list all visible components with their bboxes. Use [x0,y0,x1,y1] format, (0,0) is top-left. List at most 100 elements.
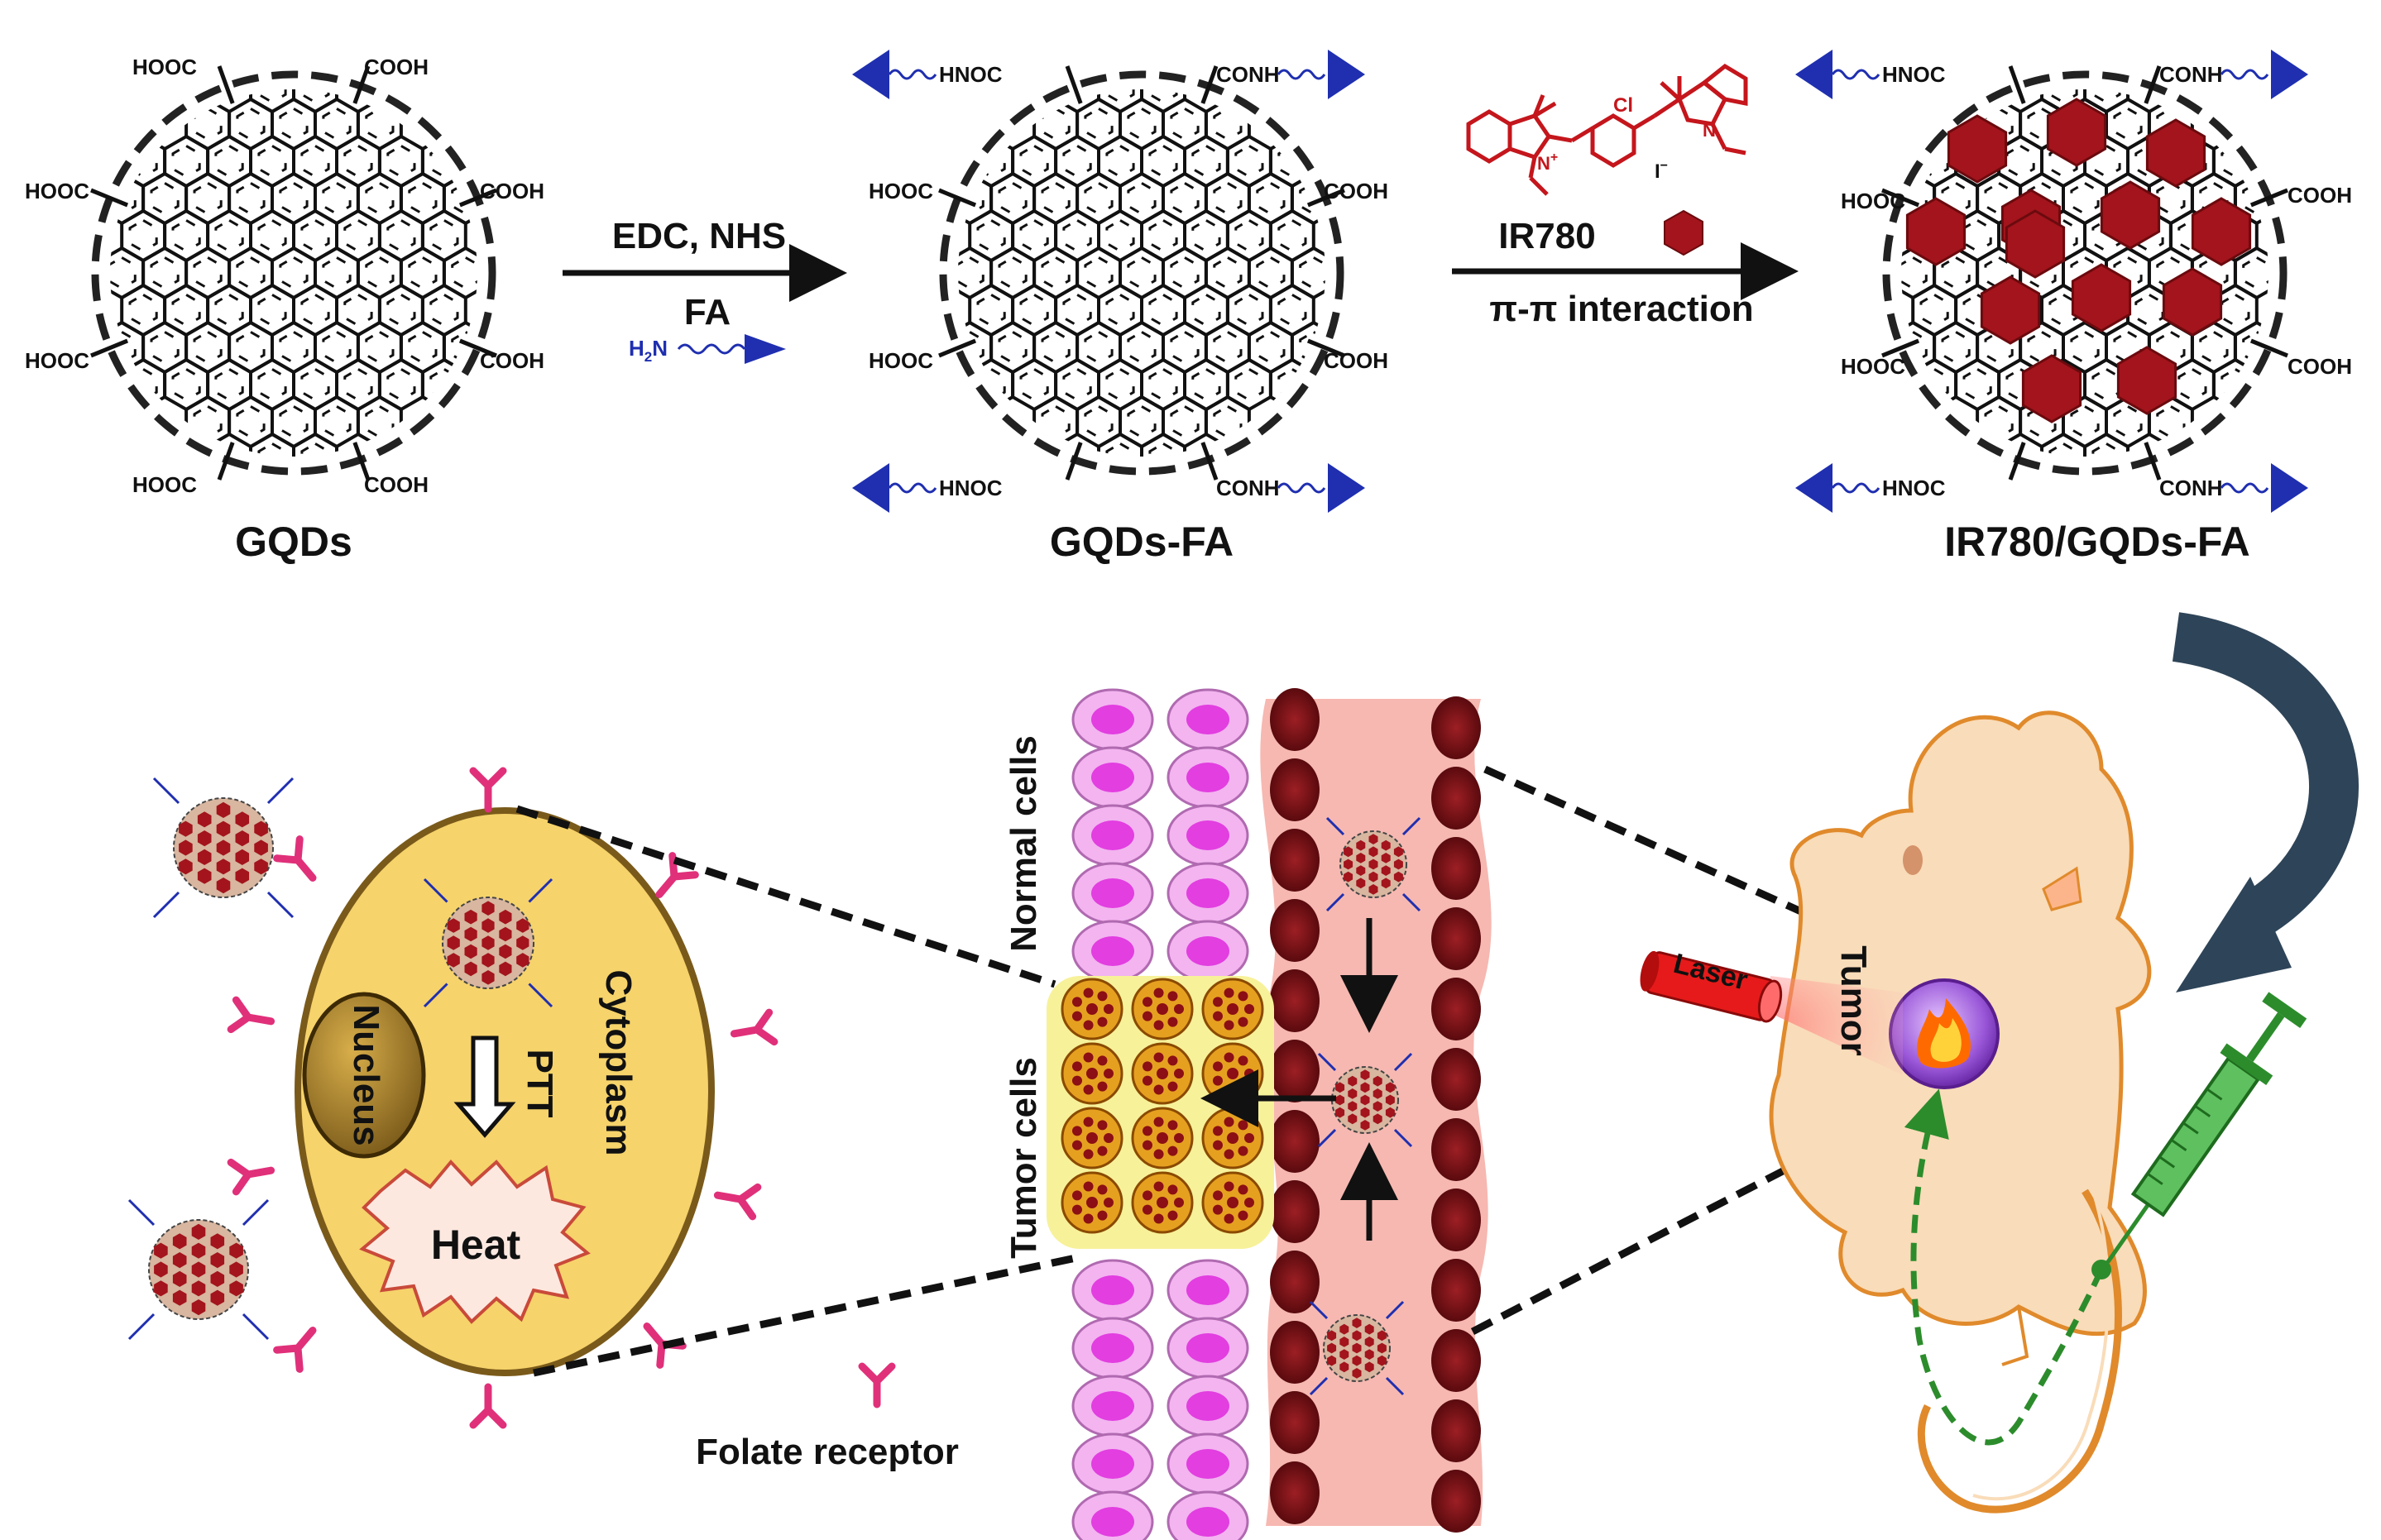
graphene-double-bond [1148,218,1178,253]
red-blood-cell [1431,1188,1481,1251]
fa-ligand-icon [1795,463,1832,513]
graphene-double-bond [2134,293,2164,328]
graphene-double-bond [1191,144,1221,179]
graphene-double-bond [1213,181,1243,216]
fa-ligand-icon [2271,50,2308,99]
graphene-double-bond [1019,293,1049,328]
graphene-double-bond [429,144,459,179]
red-blood-cell [1270,969,1320,1032]
graphene-double-bond [128,293,158,328]
graphene-double-bond [365,256,395,290]
folate-receptor-icon [858,1362,896,1408]
group-label: HOOC [1841,354,1905,379]
normal-cell [1071,1375,1154,1437]
graphene-double-bond [451,330,477,365]
graphene-double-bond [171,218,201,253]
graphene-double-bond [408,181,438,216]
legend-folate-receptor: Folate receptor [696,1362,959,1472]
graphene-double-bond [128,218,158,253]
normal-cell [1071,688,1154,751]
folate-receptor-icon [273,835,317,882]
graphene-double-bond [451,181,477,216]
tumor-cell [1131,978,1194,1040]
red-blood-cell [1431,1048,1481,1111]
graphene-double-bond [2027,404,2057,439]
graphene-double-bond [2027,330,2057,365]
normal-cell [1167,920,1249,983]
graphene-double-bond [1148,442,1178,457]
graphene-double-bond [1019,144,1049,179]
graphene-double-bond [1170,256,1200,290]
red-blood-cell [1270,758,1320,821]
graphene-double-bond [1062,144,1092,179]
tumor-cell [1061,978,1123,1040]
graphene-double-bond [300,367,330,402]
graphene-double-bond [1984,404,2014,439]
graphene-double-bond [365,404,395,439]
ir780-gqds-fa-label: IR780/GQDs-FA [1944,519,2250,565]
graphene-double-bond [1256,181,1286,216]
graphene-double-bond [1148,293,1178,328]
folate-receptor-icon [227,996,275,1034]
graphene-double-bond [1277,218,1307,253]
folate-receptor-icon [730,1008,778,1046]
red-blood-cell [1270,1110,1320,1173]
graphene-double-bond [214,144,244,179]
graphene-double-bond [998,181,1028,216]
graphene-double-bond [1941,181,1971,216]
graphene-double-bond [279,330,309,365]
graphene-double-bond [2070,256,2100,290]
graphene-double-bond [365,330,395,365]
graphene-ring [2083,432,2129,457]
graphene-double-bond [193,107,223,141]
graphene-double-bond [2221,367,2250,402]
graphene-double-bond [1919,144,1949,179]
ir780-hexagon-icon [2005,209,2066,279]
group-label: COOH [480,348,544,373]
folate-receptor-label: Folate receptor [696,1432,959,1472]
graphene-double-bond [257,218,287,253]
ir780-gqds-fa-labels: HOOC COOH HOOC COOH [1841,183,2352,379]
amide-label: CONH [2159,62,2223,87]
normal-cells-label: Normal cells [1004,735,1044,952]
group-label: COOH [1324,179,1388,203]
graphene-double-bond [386,293,416,328]
graphene-double-bond [343,144,373,179]
graphene-double-bond [1084,256,1114,290]
normal-cell [1071,804,1154,867]
normal-cell [1167,1375,1249,1437]
graphene-double-bond [1919,293,1949,328]
folate-receptor-icon [655,852,699,898]
fa-ligand-icon [1328,50,1365,99]
graphene-double-bond [171,144,201,179]
graphene-double-bond [998,330,1028,365]
folate-receptor-icon [469,1383,507,1429]
graphene-ring [184,395,232,449]
graphene-double-bond [236,181,266,216]
graphene-double-bond [2070,181,2100,216]
gqds-structure [90,65,497,481]
graphene-double-bond [2199,181,2229,216]
syringe-icon [2103,992,2307,1267]
mouse-leg [2001,1306,2029,1366]
group-label: HOOC [132,472,197,497]
red-blood-cell [1431,1118,1481,1181]
nanoparticle [1325,816,1421,912]
graphene-double-bond [1299,181,1325,216]
ir780-amide-bl: HNOC [1795,463,1946,513]
cell-diagram: Nucleus Cytoplasm PTT Heat [295,807,715,1376]
graphene-ring [1204,395,1251,449]
red-blood-cell [1270,1180,1320,1243]
graphene-double-bond [2091,442,2121,457]
graphene-ring [2040,432,2086,457]
normal-cell [1071,746,1154,809]
folate-receptor-icon [273,1327,317,1373]
amide-label: CONH [1216,62,1280,87]
ir780-loading [1905,98,2252,423]
heat-burst [359,1159,591,1324]
graphene-double-bond [2048,293,2078,328]
vessel-nanoparticles [1309,816,1421,1396]
nanoparticle [1309,1300,1405,1396]
group-label: HOOC [869,179,933,203]
fire-icon [1917,998,1971,1069]
